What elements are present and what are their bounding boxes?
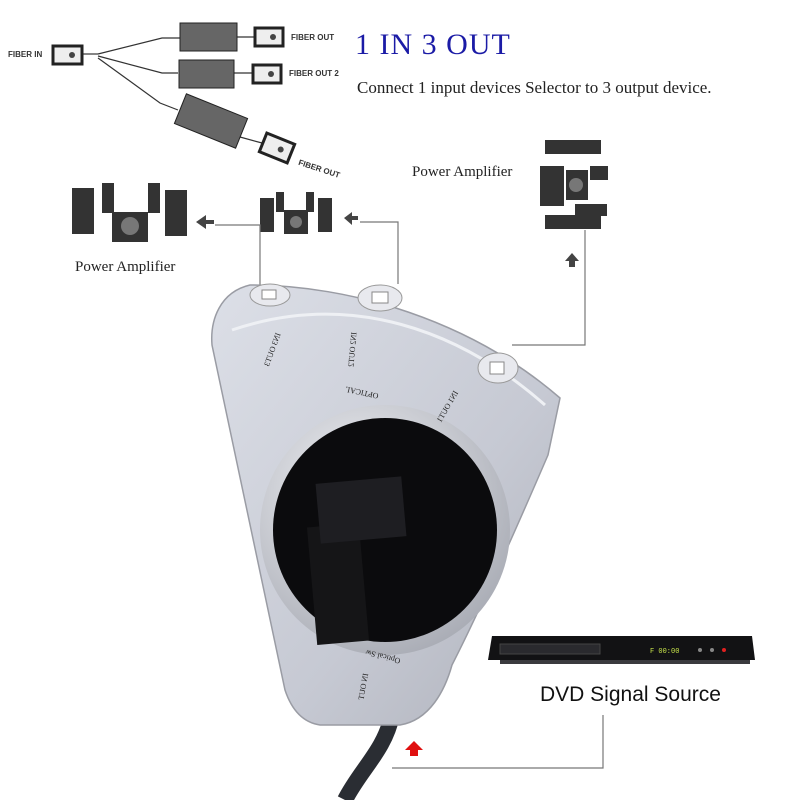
page-title: 1 IN 3 OUT — [355, 28, 511, 61]
dvd-source-label: DVD Signal Source — [540, 683, 721, 706]
output-port-3[interactable] — [249, 283, 291, 307]
speaker-set-left-icon — [72, 183, 187, 242]
fiber-in-label: FIBER IN — [8, 50, 43, 59]
fiber-out-label: FIBER OUT — [291, 33, 335, 42]
speaker-set-right-icon — [540, 140, 608, 229]
svg-text:F 00:00: F 00:00 — [650, 648, 679, 656]
fiber-in-connector-icon — [51, 44, 84, 66]
output-port-2[interactable] — [357, 284, 403, 312]
optical-cable — [337, 713, 400, 800]
arrow-left-icon — [344, 212, 358, 225]
red-arrow-up-icon — [405, 741, 423, 756]
fiber-splitter-diagram — [82, 36, 263, 144]
arrow-up-icon — [565, 253, 579, 267]
selector-knob[interactable] — [306, 476, 407, 646]
optical-switch-device — [211, 283, 561, 726]
dvd-player: F 00:00 — [488, 636, 755, 664]
connection-lines — [215, 221, 604, 769]
splitter-box-1 — [179, 22, 238, 52]
splitter-box-2 — [178, 59, 235, 89]
fiber-out-connector-icon — [253, 26, 285, 48]
fiber-out-3-connector-icon — [257, 131, 297, 165]
power-amplifier-left-label: Power Amplifier — [75, 259, 176, 275]
splitter-box-3 — [173, 93, 249, 149]
power-amplifier-right-label: Power Amplifier — [412, 164, 513, 180]
speaker-set-middle-icon — [260, 192, 332, 234]
arrow-left-icon — [196, 215, 214, 229]
fiber-out-2-label: FIBER OUT 2 — [289, 69, 339, 78]
fiber-out-2-connector-icon — [251, 63, 283, 85]
page-subtitle: Connect 1 input devices Selector to 3 ou… — [357, 78, 712, 97]
output-port-1[interactable] — [477, 352, 519, 384]
